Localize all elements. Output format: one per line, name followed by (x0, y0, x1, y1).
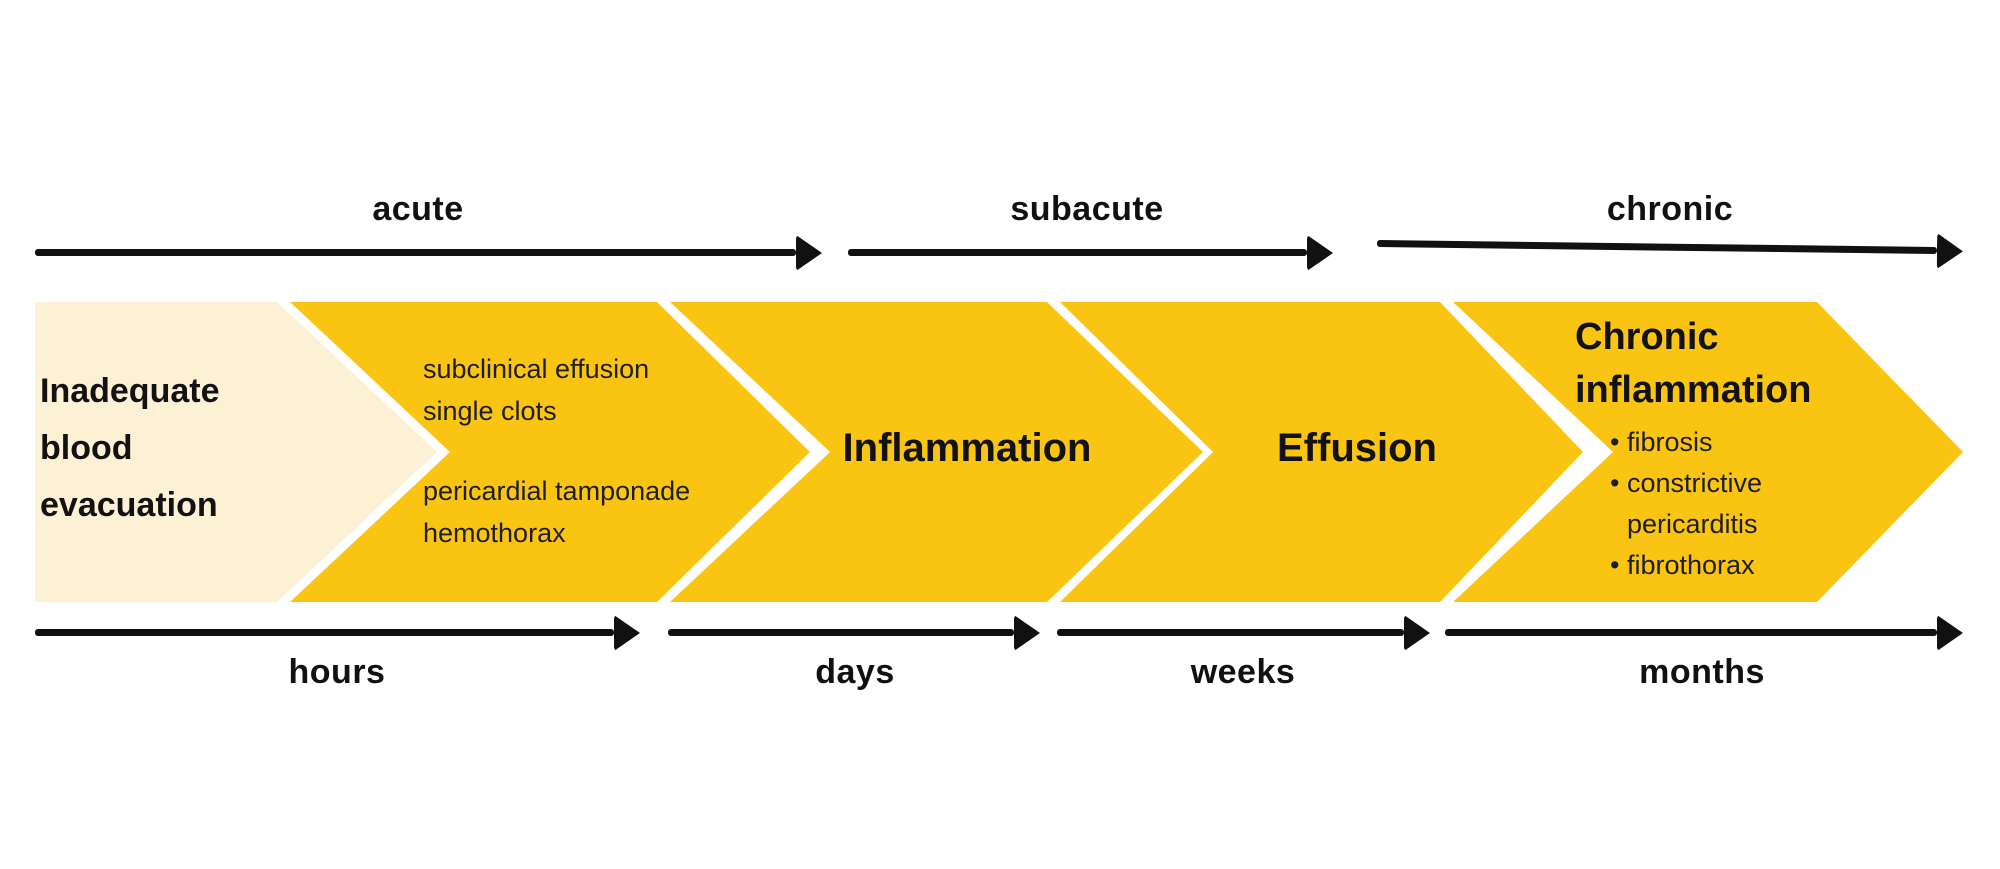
arrowhead-icon (796, 234, 822, 271)
stage-title-inflammation: Inflammation (842, 426, 1092, 470)
stage-bullet-list: fibrosis constrictive pericarditis fibro… (1575, 422, 1855, 586)
stage-title-inadequate-blood-evacuation: Inadequate blood evacuation (40, 372, 220, 524)
stage-note-line: single clots (423, 396, 557, 426)
arrowhead-icon (1307, 234, 1333, 271)
stage-title-chronic-inflammation: Chronic inflammation (1575, 316, 1812, 411)
time-arrow-days (668, 614, 1040, 651)
stage-note-group: subclinical effusion single clots (423, 348, 753, 432)
bullet-item: constrictive pericarditis (1610, 463, 1855, 545)
bullet-item: fibrosis (1610, 422, 1855, 463)
phase-label-chronic: chronic (1606, 190, 1734, 228)
phase-arrow-chronic (1376, 232, 1964, 269)
stage-notes-early-findings: subclinical effusion single clots perica… (423, 348, 753, 554)
time-label-months: months (1639, 653, 1765, 691)
stage-note-line: hemothorax (423, 518, 566, 548)
phase-arrow-acute (35, 234, 822, 271)
arrowhead-icon (1014, 614, 1040, 651)
time-label-days: days (815, 653, 895, 691)
arrowhead-icon (1404, 614, 1430, 651)
arrowhead-icon (1936, 232, 1964, 269)
time-label-weeks: weeks (1190, 653, 1296, 691)
arrowhead-icon (614, 614, 640, 651)
phase-arrow-subacute (848, 234, 1333, 271)
stage-title-effusion: Effusion (1277, 426, 1437, 470)
stage-block-chronic-inflammation: Chronic inflammation fibrosis constricti… (1575, 311, 1855, 586)
bullet-item: fibrothorax (1610, 545, 1855, 586)
stage-note-group: pericardial tamponade hemothorax (423, 470, 753, 554)
arrowhead-icon (1937, 614, 1963, 651)
phase-label-acute: acute (372, 190, 464, 228)
time-arrow-months (1445, 614, 1963, 651)
stage-note-line: subclinical effusion (423, 354, 650, 384)
phase-label-subacute: subacute (1010, 190, 1164, 228)
time-arrow-weeks (1057, 614, 1430, 651)
stage-note-line: pericardial tamponade (423, 476, 691, 506)
time-label-hours: hours (288, 653, 386, 691)
time-arrow-hours (35, 614, 640, 651)
